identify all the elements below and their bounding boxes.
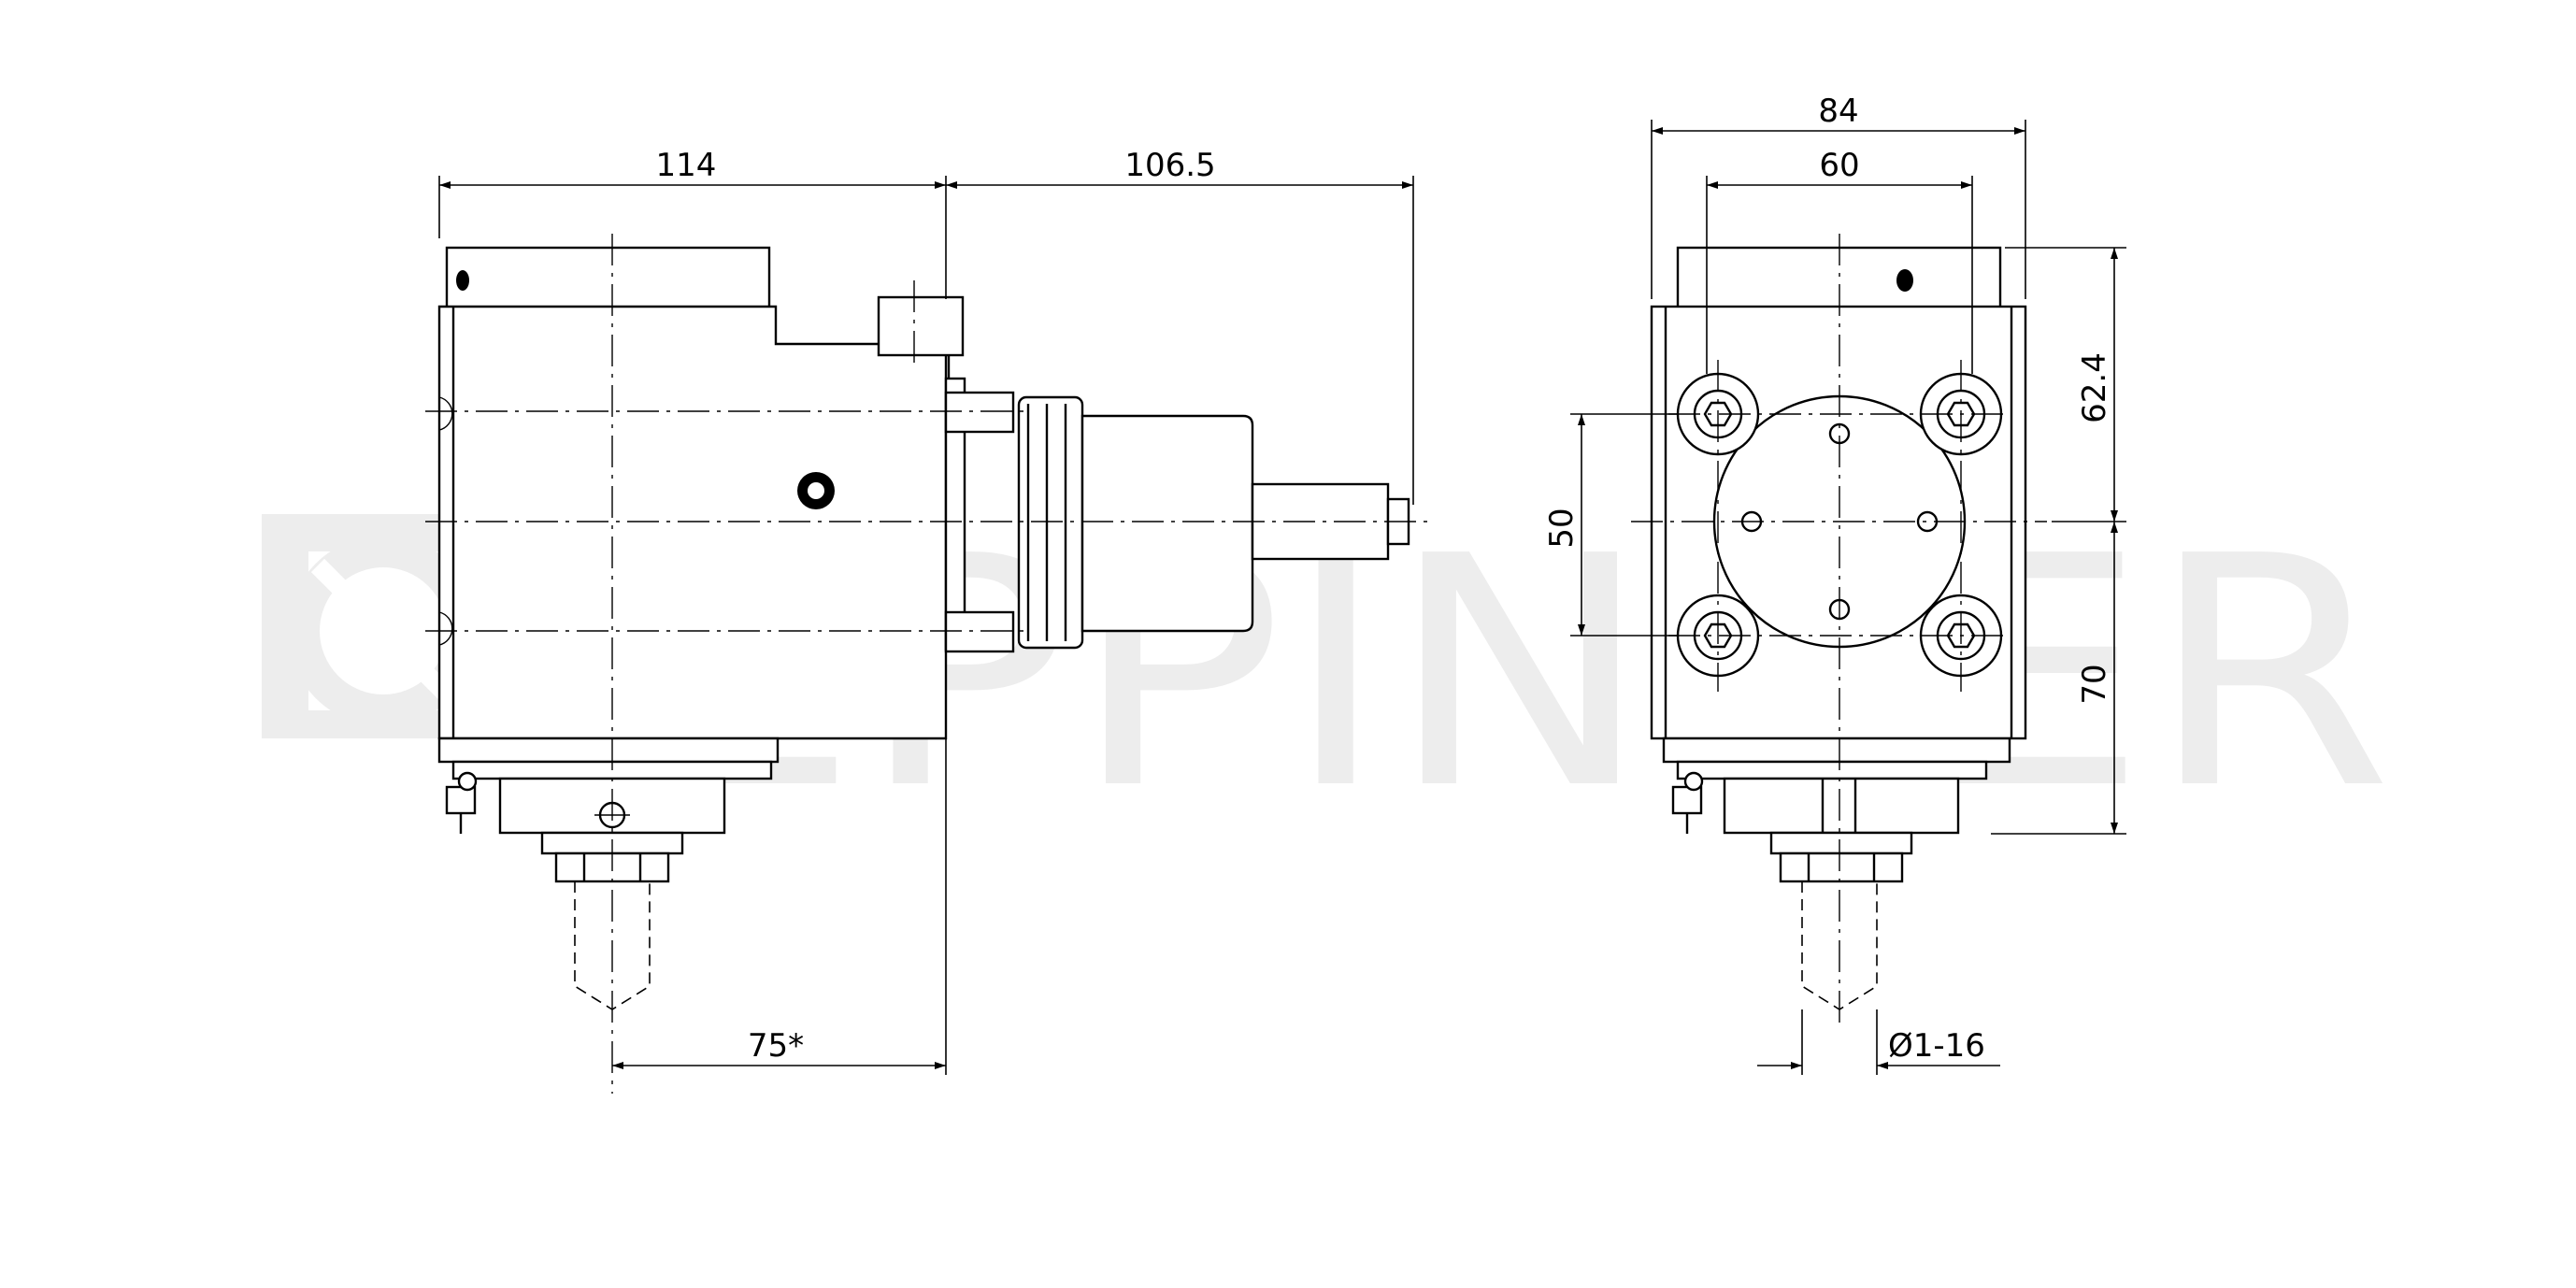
side-dimensions: 114 106.5 75* [438,147,1414,1075]
side-boss [877,295,965,357]
dim-84: 84 [1818,93,1858,130]
front-bottom-clamp [1723,777,1960,835]
front-top-plate-hole [1896,269,1913,292]
side-screw [445,785,477,815]
front-view [1631,234,2047,1028]
side-housing [437,305,948,740]
front-screw [1671,785,1703,815]
front-dimensions: 84 60 50 62.4 70 Ø1-16 [1543,93,2126,1075]
side-top-plate-hole [456,270,469,291]
front-bottom-plate [1662,737,2011,764]
dim-collet-range: Ø1-16 [1888,1027,1985,1065]
dim-114: 114 [656,147,717,184]
dim-62-4: 62.4 [2076,352,2113,423]
side-view [425,234,1435,1094]
front-collet-nut [1779,852,1904,883]
dim-106-5: 106.5 [1124,147,1215,184]
side-top-plate [445,246,771,315]
dim-60: 60 [1819,147,1859,184]
dim-75: 75* [748,1027,804,1065]
dim-70: 70 [2076,664,2113,704]
dim-50: 50 [1543,508,1581,548]
side-spindle-body [1080,414,1254,633]
side-bottom-plate [437,737,780,764]
